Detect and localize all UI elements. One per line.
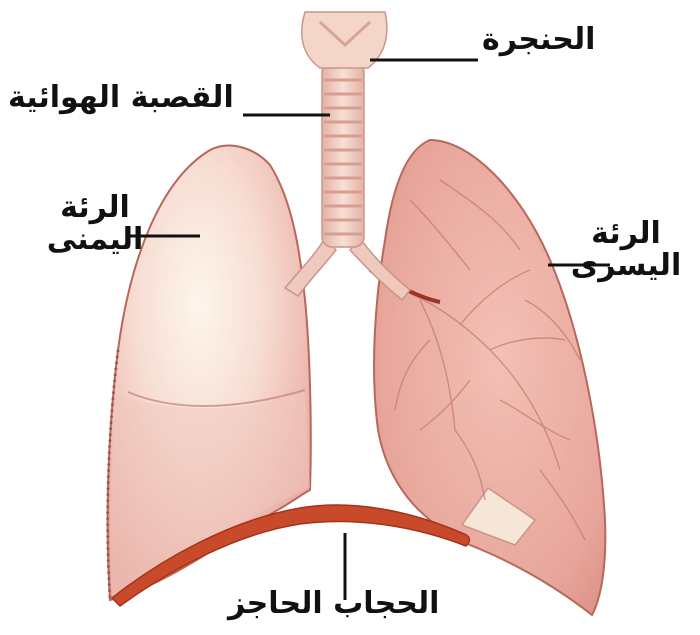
label-trachea: القصبة الهوائية (8, 82, 234, 114)
label-larynx: الحنجرة (482, 24, 595, 56)
label-left-lung-line2: اليسرى (556, 250, 696, 282)
label-right-lung-line1: الرئة (30, 192, 160, 224)
label-diaphragm: الحجاب الحاجز (228, 588, 439, 620)
label-right-lung: الرئة اليمنى (30, 192, 160, 255)
label-left-lung: الرئة اليسرى (556, 218, 696, 281)
left-lung (370, 140, 605, 615)
label-left-lung-line1: الرئة (556, 218, 696, 250)
label-right-lung-line2: اليمنى (30, 224, 160, 256)
